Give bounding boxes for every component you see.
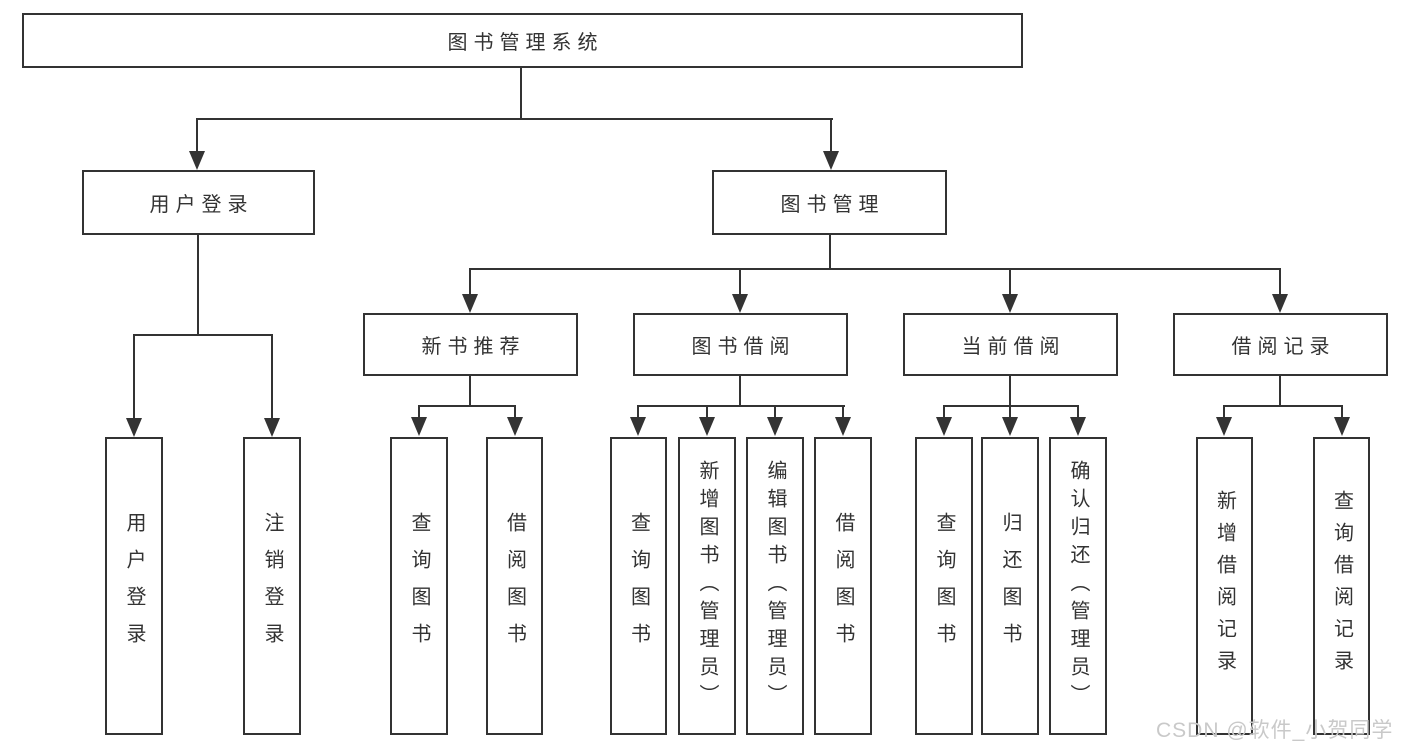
leaf-confirm-return-admin-label: 确认归还（管理员） bbox=[1067, 460, 1089, 712]
arrow-down-icon bbox=[264, 418, 280, 437]
connector-line bbox=[418, 405, 516, 407]
connector-line bbox=[739, 268, 741, 296]
connector-line bbox=[469, 268, 1281, 270]
arrow-down-icon bbox=[835, 417, 851, 436]
connector-line bbox=[1009, 375, 1011, 407]
arrow-down-icon bbox=[823, 151, 839, 170]
connector-line bbox=[271, 334, 273, 419]
connector-line bbox=[1009, 268, 1011, 296]
node-borrow-records: 借阅记录 bbox=[1173, 313, 1388, 376]
arrow-down-icon bbox=[1002, 417, 1018, 436]
connector-line bbox=[469, 268, 471, 296]
connector-line bbox=[418, 405, 420, 419]
node-book-management: 图书管理 bbox=[712, 170, 947, 235]
connector-line bbox=[520, 67, 522, 120]
node-book-management-label: 图书管理 bbox=[780, 194, 885, 216]
leaf-query-borrow-record-label: 查询借阅记录 bbox=[1330, 490, 1353, 682]
arrow-down-icon bbox=[1002, 294, 1018, 313]
connector-line bbox=[943, 405, 945, 419]
connector-line bbox=[1077, 405, 1079, 419]
arrow-down-icon bbox=[1334, 417, 1350, 436]
arrow-down-icon bbox=[1070, 417, 1086, 436]
leaf-current-query-books-label: 查询图书 bbox=[933, 512, 955, 660]
arrow-down-icon bbox=[126, 418, 142, 437]
connector-line bbox=[1341, 405, 1343, 419]
arrow-down-icon bbox=[936, 417, 952, 436]
connector-line bbox=[830, 118, 832, 154]
connector-line bbox=[1009, 405, 1011, 419]
arrow-down-icon bbox=[411, 417, 427, 436]
node-current-borrow-label: 当前借阅 bbox=[961, 336, 1066, 358]
connector-line bbox=[469, 375, 471, 407]
connector-line bbox=[739, 375, 741, 407]
leaf-borrow-books: 借阅图书 bbox=[814, 437, 872, 735]
node-root-label: 图书管理系统 bbox=[447, 32, 604, 54]
connector-line bbox=[706, 405, 708, 419]
arrow-down-icon bbox=[1272, 294, 1288, 313]
connector-line bbox=[1279, 268, 1281, 296]
arrow-down-icon bbox=[189, 151, 205, 170]
connector-line bbox=[196, 118, 833, 120]
leaf-logout-label: 注销登录 bbox=[261, 512, 283, 660]
connector-line bbox=[1223, 405, 1343, 407]
leaf-return-books: 归还图书 bbox=[981, 437, 1039, 735]
node-new-book-recommend: 新书推荐 bbox=[363, 313, 578, 376]
arrow-down-icon bbox=[699, 417, 715, 436]
leaf-rec-query-books: 查询图书 bbox=[390, 437, 448, 735]
leaf-edit-books-admin-label: 编辑图书（管理员） bbox=[764, 460, 786, 712]
connector-line bbox=[842, 405, 844, 419]
leaf-add-books-admin: 新增图书（管理员） bbox=[678, 437, 736, 735]
arrow-down-icon bbox=[767, 417, 783, 436]
leaf-confirm-return-admin: 确认归还（管理员） bbox=[1049, 437, 1107, 735]
connector-line bbox=[1279, 375, 1281, 407]
leaf-logout: 注销登录 bbox=[243, 437, 301, 735]
csdn-watermark: CSDN @软件_小贺同学 bbox=[1156, 719, 1394, 742]
connector-line bbox=[829, 233, 831, 270]
connector-line bbox=[637, 405, 639, 419]
leaf-user-login-label: 用户登录 bbox=[123, 512, 145, 660]
connector-line bbox=[514, 405, 516, 419]
node-user-login: 用户登录 bbox=[82, 170, 315, 235]
leaf-rec-borrow-books: 借阅图书 bbox=[486, 437, 543, 735]
leaf-return-books-label: 归还图书 bbox=[999, 512, 1021, 660]
node-book-borrow-label: 图书借阅 bbox=[691, 336, 796, 358]
arrow-down-icon bbox=[507, 417, 523, 436]
connector-line bbox=[943, 405, 1079, 407]
node-user-login-label: 用户登录 bbox=[149, 194, 254, 216]
leaf-borrow-query-books-label: 查询图书 bbox=[627, 512, 650, 660]
leaf-borrow-books-label: 借阅图书 bbox=[832, 512, 854, 660]
connector-line bbox=[637, 405, 845, 407]
arrow-down-icon bbox=[630, 417, 646, 436]
connector-line bbox=[197, 233, 199, 336]
leaf-borrow-query-books: 查询图书 bbox=[610, 437, 667, 735]
leaf-rec-borrow-books-label: 借阅图书 bbox=[503, 512, 526, 660]
leaf-rec-query-books-label: 查询图书 bbox=[408, 512, 430, 660]
node-borrow-records-label: 借阅记录 bbox=[1231, 336, 1336, 358]
connector-line bbox=[774, 405, 776, 419]
connector-line bbox=[133, 334, 273, 336]
arrow-down-icon bbox=[462, 294, 478, 313]
node-root: 图书管理系统 bbox=[22, 13, 1023, 68]
connector-line bbox=[1223, 405, 1225, 419]
leaf-query-borrow-record: 查询借阅记录 bbox=[1313, 437, 1370, 735]
leaf-user-login: 用户登录 bbox=[105, 437, 163, 735]
leaf-add-borrow-record: 新增借阅记录 bbox=[1196, 437, 1253, 735]
arrow-down-icon bbox=[732, 294, 748, 313]
leaf-add-books-admin-label: 新增图书（管理员） bbox=[696, 460, 718, 712]
node-current-borrow: 当前借阅 bbox=[903, 313, 1118, 376]
leaf-edit-books-admin: 编辑图书（管理员） bbox=[746, 437, 804, 735]
leaf-current-query-books: 查询图书 bbox=[915, 437, 973, 735]
leaf-add-borrow-record-label: 新增借阅记录 bbox=[1213, 490, 1236, 682]
node-book-borrow: 图书借阅 bbox=[633, 313, 848, 376]
node-new-book-recommend-label: 新书推荐 bbox=[421, 336, 526, 358]
connector-line bbox=[196, 118, 198, 154]
arrow-down-icon bbox=[1216, 417, 1232, 436]
connector-line bbox=[133, 334, 135, 419]
